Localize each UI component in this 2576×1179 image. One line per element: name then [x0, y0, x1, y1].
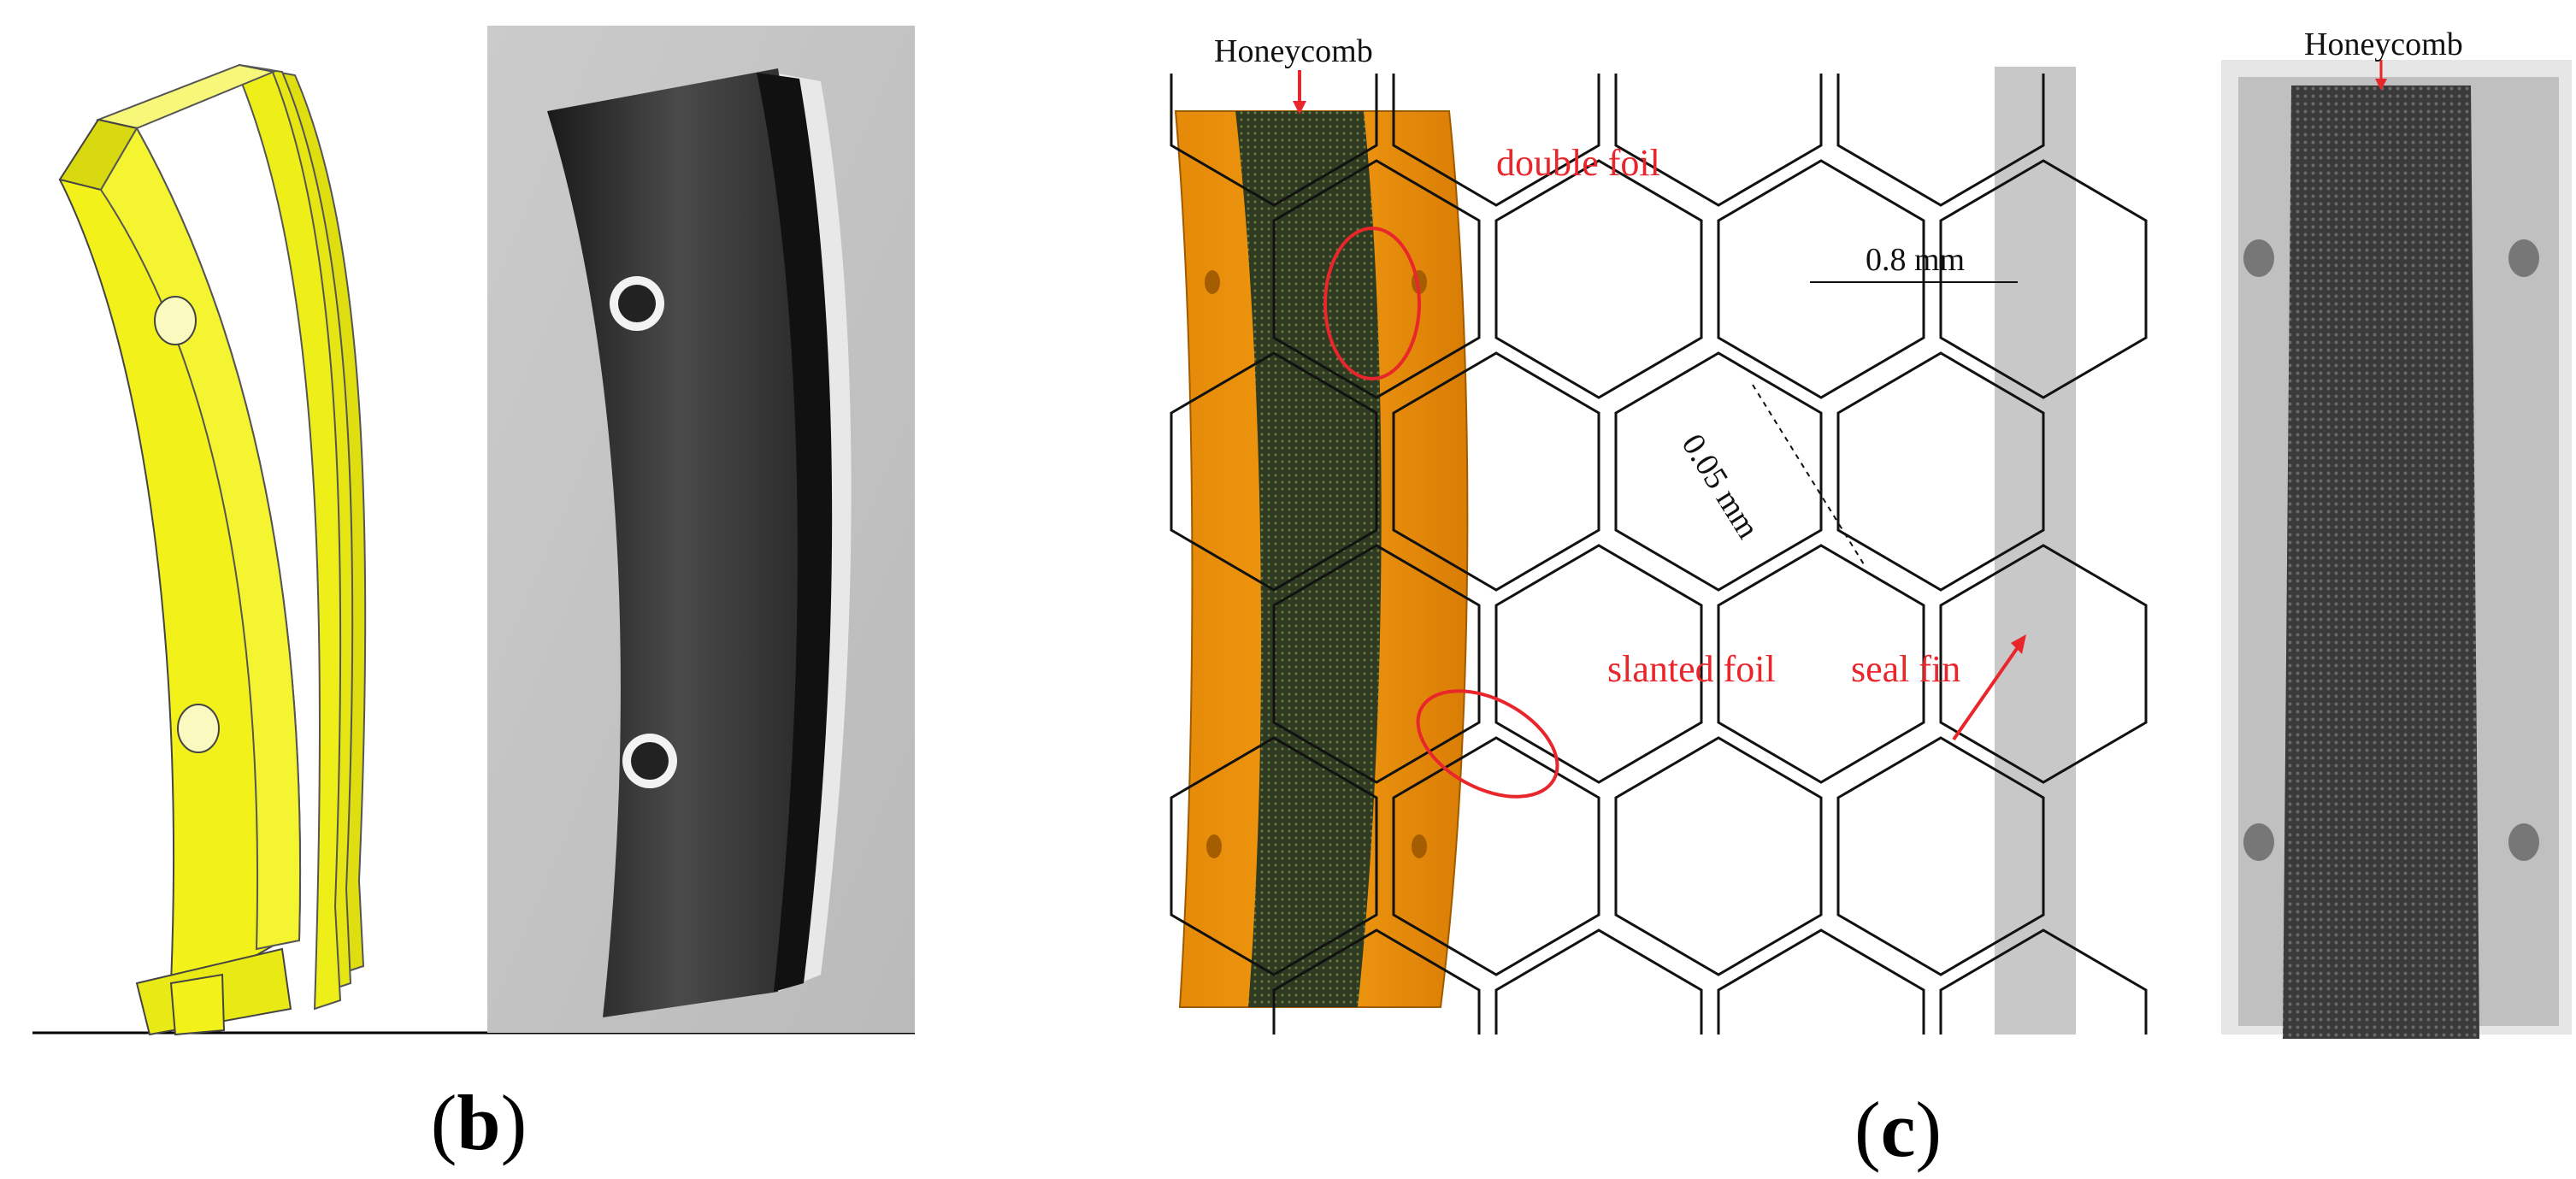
slanted-foil-label: slanted foil	[1607, 648, 1776, 690]
double-foil-marker	[1323, 227, 1421, 380]
foil-thickness-leader	[1752, 384, 1865, 565]
panel-b: (b)	[0, 0, 940, 1179]
model-hole-1	[1205, 270, 1220, 294]
seal-fin-label: seal fin	[1851, 648, 1961, 690]
panel-c: Honeycomb Honeycomb double foil slanted …	[1163, 0, 2576, 1179]
model-hole-3	[1206, 834, 1222, 858]
honeycomb-photo	[2221, 60, 2572, 1039]
photo-hole-3	[2243, 823, 2274, 861]
seal-model	[1174, 70, 1469, 1008]
honeycomb-strip	[1235, 111, 1382, 1007]
photo-hole-2	[2508, 239, 2539, 277]
photo-honeycomb-label: Honeycomb	[2304, 27, 2463, 62]
seal-fin-arrow	[1952, 640, 2024, 741]
cad-bolt-hole-top	[154, 296, 197, 345]
model-honeycomb-label: Honeycomb	[1214, 33, 1373, 69]
cad-seal-segment	[58, 63, 367, 1036]
panel-c-caption: (c)	[1854, 1086, 1942, 1173]
model-hole-4	[1412, 834, 1427, 858]
panel-c-figure	[1170, 60, 2572, 1039]
panel-b-figure	[32, 26, 915, 1036]
honeycomb-schematic	[1170, 67, 2148, 1035]
panel-b-caption: (b)	[430, 1079, 528, 1166]
cad-bolt-hole-bottom	[177, 704, 220, 753]
double-foil-label: double foil	[1496, 142, 1660, 184]
cell-width-label: 0.8 mm	[1866, 242, 1966, 278]
photo-hole-1	[2243, 239, 2274, 277]
slanted-foil-marker	[1416, 689, 1559, 799]
photo-seal-segment	[547, 68, 852, 1017]
photo-honeycomb-strip	[2283, 85, 2479, 1039]
photo-hole-4	[2508, 823, 2539, 861]
